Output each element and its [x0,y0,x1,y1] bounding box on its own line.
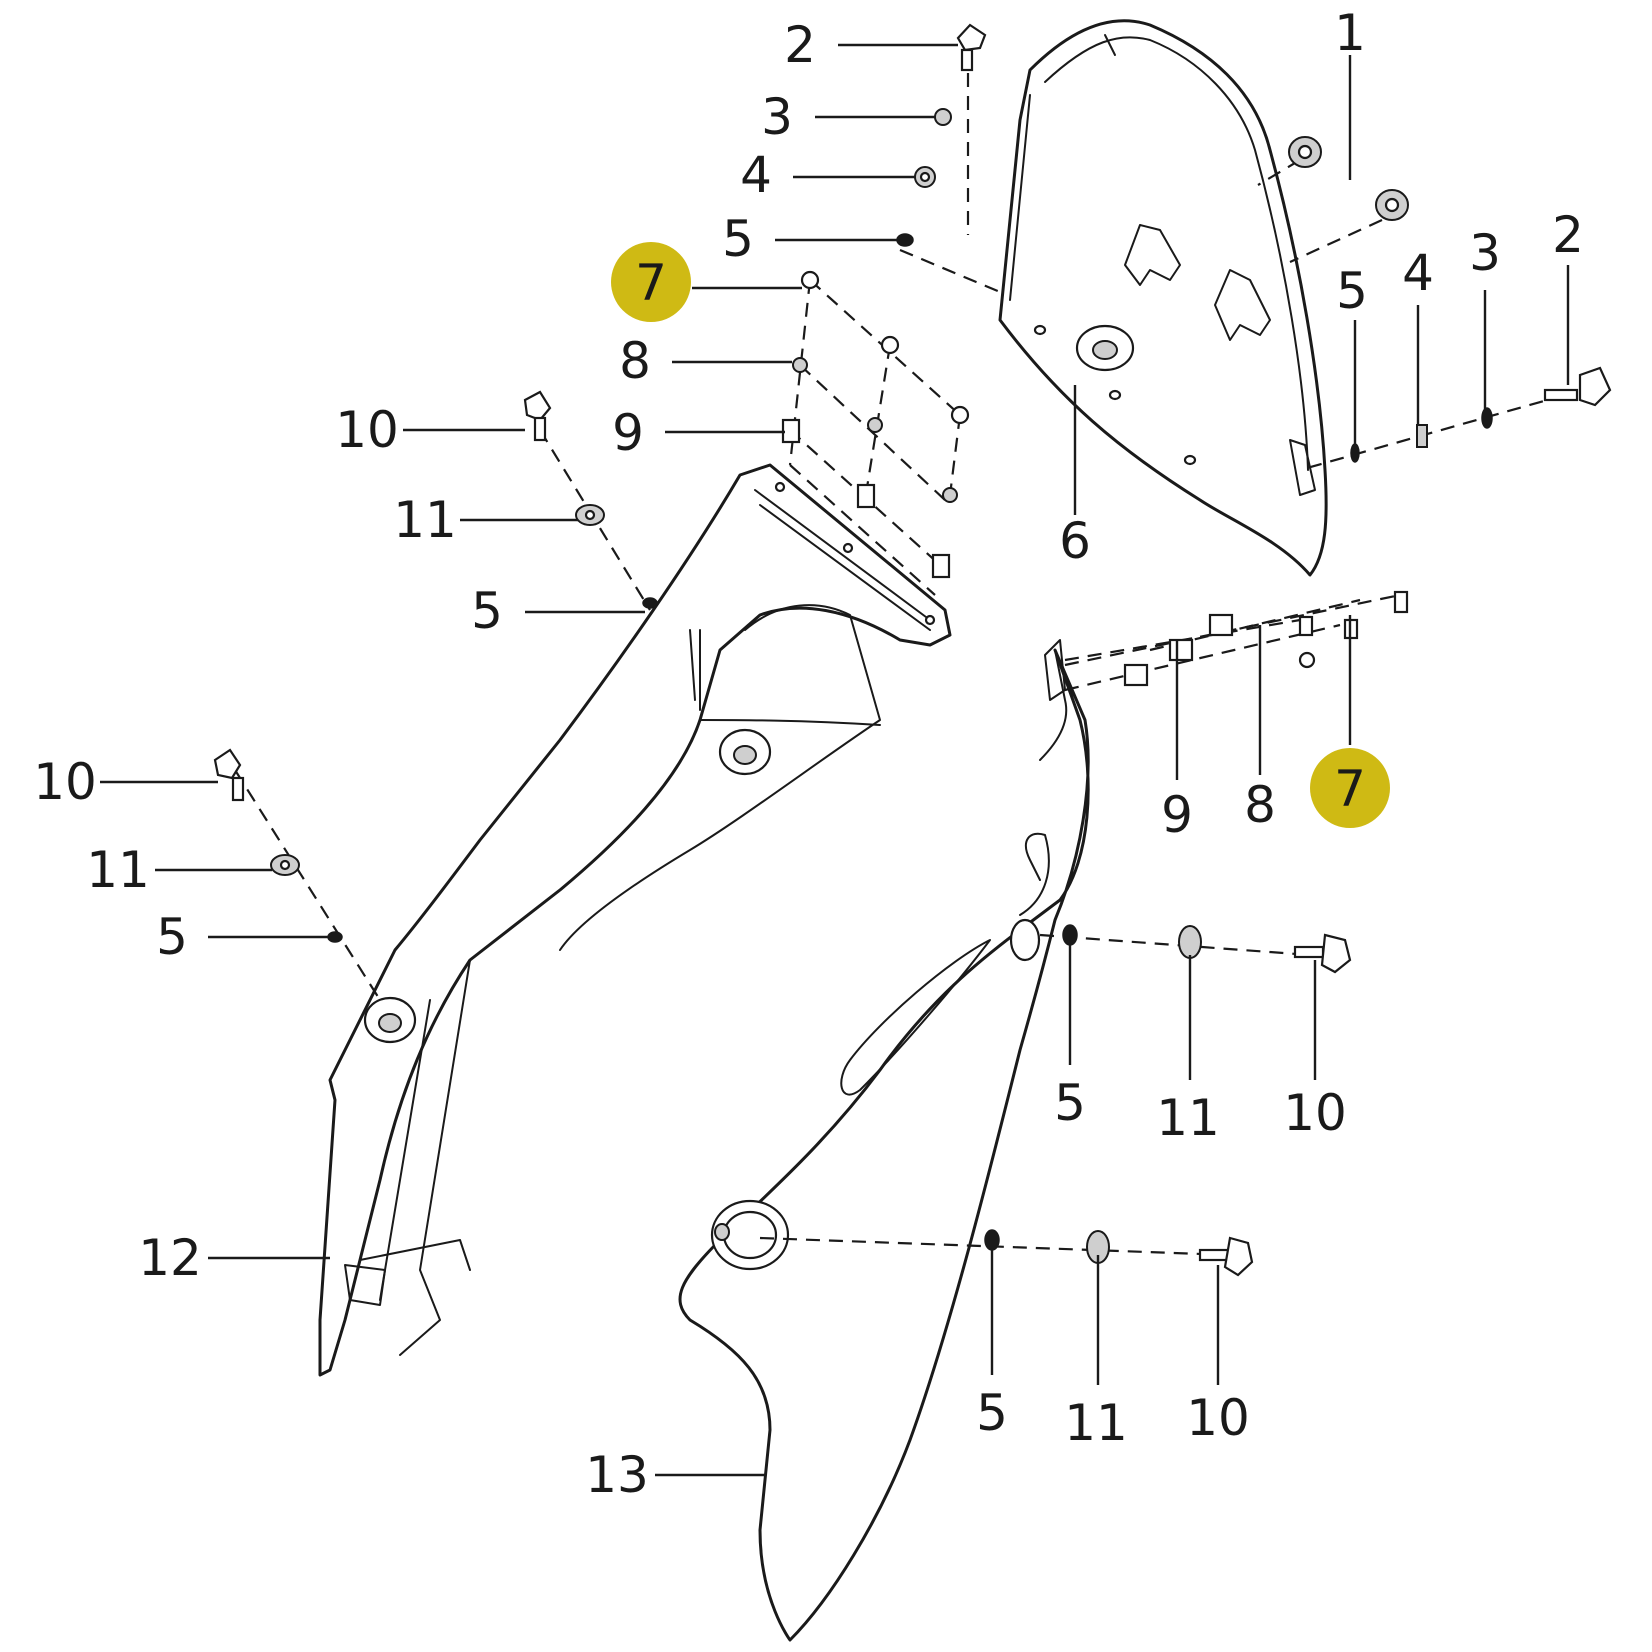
callout-2: 2 [1552,206,1584,264]
callout-11: 11 [1156,1089,1220,1147]
leader-lines [100,43,1570,1477]
callout-2: 2 [784,16,816,74]
callout-13: 13 [585,1446,649,1504]
callout-9: 9 [1161,786,1193,844]
callout-6: 6 [1059,512,1091,570]
callout-1: 1 [1334,4,1366,62]
callout-4: 4 [1402,244,1434,302]
callout-8: 8 [1244,776,1276,834]
callout-10: 10 [1283,1084,1347,1142]
assembly-lines [234,50,1566,1257]
callout-7: 7 [635,254,667,312]
callout-12: 12 [138,1229,202,1287]
callout-5: 5 [1054,1074,1086,1132]
bolt-icon [956,23,987,52]
callout-11: 11 [86,841,150,899]
callout-5: 5 [471,582,503,640]
callout-10: 10 [1186,1389,1250,1447]
callout-5: 5 [156,908,188,966]
callout-11: 11 [393,491,457,549]
callout-10: 10 [335,401,399,459]
callout-5: 5 [976,1384,1008,1442]
callout-4: 4 [740,146,772,204]
part-13-outer-panel [678,639,1090,1642]
callout-8: 8 [619,332,651,390]
callout-11: 11 [1064,1394,1128,1452]
part-6-windscreen [998,19,1328,577]
hardware [213,23,1612,1277]
callout-7-highlight-lower [1310,748,1390,828]
callout-9: 9 [612,404,644,462]
callout-5: 5 [722,210,754,268]
callout-labels: 2 3 4 5 7 8 9 1 6 5 4 3 2 10 11 5 10 11 … [33,4,1584,1504]
callout-5: 5 [1336,262,1368,320]
callout-3: 3 [761,88,793,146]
part-12-inner-panel [318,463,952,1377]
callout-10: 10 [33,753,97,811]
callout-3: 3 [1469,224,1501,282]
callout-7-highlight-upper [611,242,691,322]
callout-7: 7 [1334,760,1366,818]
